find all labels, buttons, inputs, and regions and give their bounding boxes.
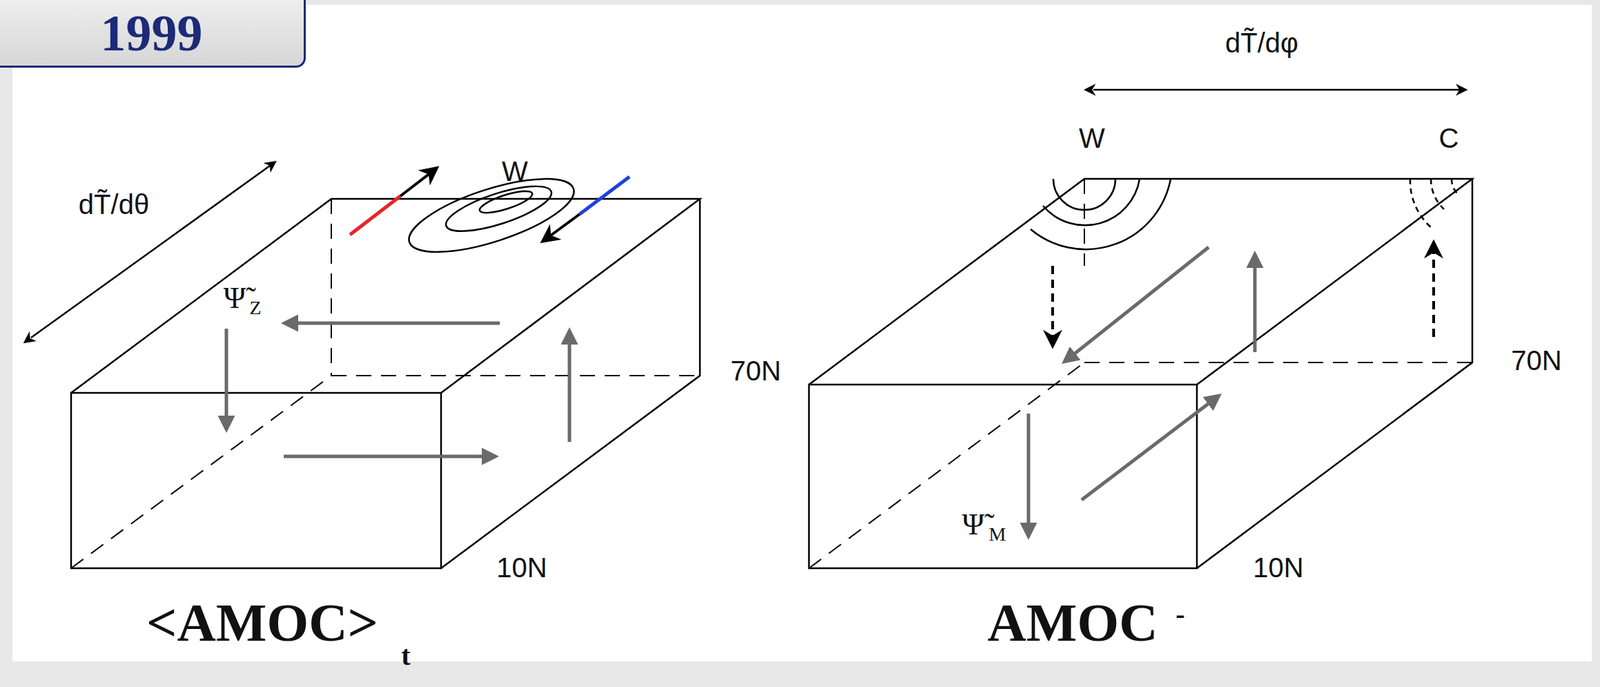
year-label: 1999 <box>100 7 203 66</box>
warm-label: W <box>501 157 529 185</box>
cold-label: C <box>1439 124 1460 152</box>
streamfunction-label: Ψ̃ <box>223 283 246 314</box>
panel-title: AMOC <box>987 595 1159 650</box>
subscript: t <box>401 641 411 670</box>
superscript: - <box>1175 600 1185 629</box>
panel-title: <AMOC> <box>146 595 379 650</box>
latitude-label: 10N <box>1252 553 1304 582</box>
white-panel <box>12 4 1592 662</box>
gradient-label: dT̃/dφ <box>1225 28 1299 57</box>
year-box: 1999 <box>0 0 306 68</box>
gradient-label: dT̃/dθ <box>78 190 150 219</box>
subscript: M <box>989 524 1007 544</box>
latitude-label: 70N <box>1510 346 1562 375</box>
latitude-label: 70N <box>730 356 781 385</box>
subscript: Z <box>249 298 261 318</box>
latitude-label: 10N <box>496 553 547 582</box>
streamfunction-label: Ψ̃ <box>962 509 985 540</box>
warm-label: W <box>1078 124 1106 152</box>
